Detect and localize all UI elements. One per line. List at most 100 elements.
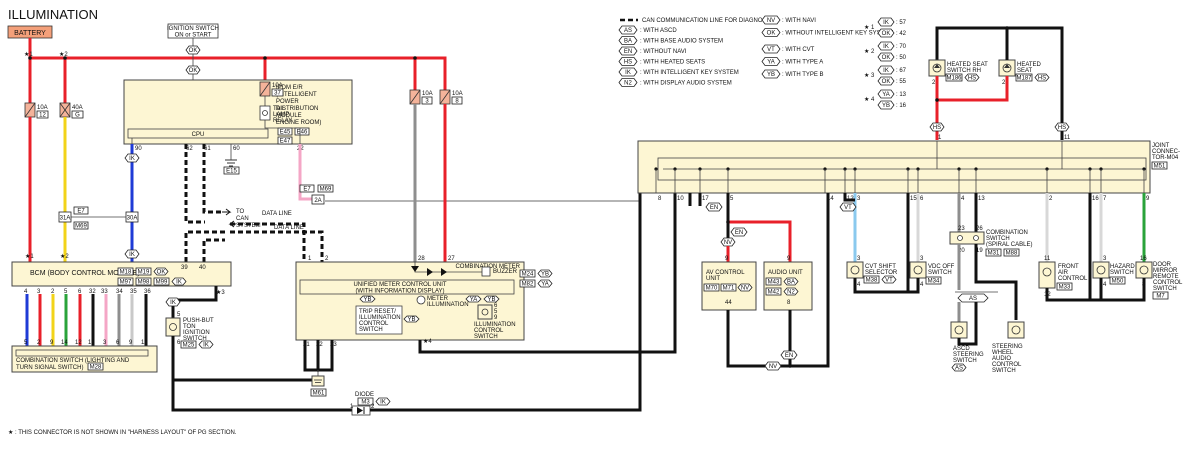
buzzer-icon (481, 266, 491, 277)
joint-pin: 7 (1103, 196, 1107, 202)
battery-label: BATTERY (14, 30, 46, 37)
svg-text:M69: M69 (320, 187, 332, 193)
svg-text:CONTROL: CONTROL (359, 321, 389, 327)
svg-text:M61: M61 (313, 391, 325, 397)
svg-text:OK: OK (189, 48, 198, 54)
svg-text:M50: M50 (1112, 279, 1124, 285)
svg-text:3: 3 (37, 289, 41, 295)
svg-text:SWITCH: SWITCH (183, 336, 207, 342)
svg-text:REMOTE: REMOTE (1153, 274, 1179, 280)
svg-text:SWITCH: SWITCH (928, 270, 952, 276)
svg-text:20: 20 (958, 248, 965, 254)
svg-text:M71: M71 (723, 286, 735, 292)
svg-text:AIR: AIR (1058, 270, 1069, 276)
legend-text: : WITH CVT (782, 47, 815, 53)
legend-star-code (877, 65, 895, 75)
svg-text:AV CONTROL: AV CONTROL (706, 270, 745, 276)
svg-text:61: 61 (204, 146, 211, 152)
svg-text:12: 12 (75, 340, 82, 346)
svg-text:E45: E45 (280, 130, 291, 136)
svg-text:BCM (BODY CONTROL MODULE): BCM (BODY CONTROL MODULE) (30, 270, 140, 277)
ipdm-cpu (127, 128, 269, 139)
svg-text:TURN SIGNAL SWITCH): TURN SIGNAL SWITCH) (16, 365, 83, 371)
svg-text:★2: ★2 (59, 51, 68, 58)
legend-star-value: : 55 (896, 79, 907, 85)
svg-text:VDC OFF: VDC OFF (928, 264, 955, 270)
legend-code-en (618, 46, 638, 56)
legend-star-code (877, 76, 895, 86)
legend-star-value: : 13 (896, 92, 907, 98)
legend-star-code-label: YB (882, 103, 890, 109)
svg-text:YB: YB (487, 297, 495, 303)
svg-text:G: G (75, 113, 80, 119)
svg-text:NV: NV (741, 286, 749, 292)
svg-text:POWER: POWER (276, 99, 299, 105)
svg-text:14: 14 (61, 340, 68, 346)
legend-star: ★ 2 (864, 48, 875, 55)
svg-text:MODULE: MODULE (276, 113, 302, 119)
svg-text:★4: ★4 (423, 338, 432, 345)
legend-star: ★ 3 (864, 72, 875, 79)
legend-code-ba-label: BA (624, 39, 632, 45)
joint-pin: 2 (1049, 196, 1053, 202)
svg-text:M3: M3 (361, 400, 370, 406)
svg-text:3: 3 (857, 256, 861, 262)
svg-text:HEATED SEAT: HEATED SEAT (947, 62, 988, 68)
svg-text:M99: M99 (156, 280, 168, 286)
joint-pin: 6 (920, 196, 924, 202)
svg-text:EN: EN (735, 230, 743, 236)
legend-code-hs-label: HS (624, 60, 632, 66)
svg-text:★1: ★1 (24, 51, 33, 58)
svg-text:CONTROL: CONTROL (992, 362, 1022, 368)
svg-text:M33: M33 (1059, 285, 1071, 291)
svg-text:E46: E46 (297, 130, 308, 136)
joint-pin: 9 (1146, 196, 1150, 202)
svg-text:★2: ★2 (60, 253, 69, 260)
svg-text:34: 34 (116, 289, 123, 295)
svg-text:STEERING: STEERING (992, 344, 1023, 350)
meter-ground (311, 375, 325, 387)
svg-text:2A: 2A (314, 198, 321, 204)
legend-star-value: : 70 (896, 44, 907, 50)
svg-text:9: 9 (129, 340, 133, 346)
svg-text:3: 3 (1103, 256, 1107, 262)
svg-text:M24: M24 (522, 272, 534, 278)
svg-text:IK: IK (170, 300, 176, 306)
legend-code2-ya-label: YA (767, 60, 775, 66)
legend-code-ik-label: IK (625, 70, 631, 76)
svg-text:VT: VT (885, 278, 893, 284)
legend-star-value: : 50 (896, 55, 907, 61)
svg-text:(SPIRAL CABLE): (SPIRAL CABLE) (986, 242, 1032, 248)
svg-text:FRONT: FRONT (1058, 264, 1079, 270)
ok-hex-2 (185, 65, 201, 75)
svg-text:4: 4 (920, 282, 924, 288)
svg-text:3: 3 (920, 256, 924, 262)
svg-text:9: 9 (494, 315, 498, 321)
svg-text:UNIT: UNIT (706, 276, 720, 282)
legend-text: : WITH NAVI (782, 18, 816, 24)
legend-star-code (877, 17, 895, 27)
svg-text:COMBINATION: COMBINATION (986, 230, 1028, 236)
legend-star-code-label: OK (882, 55, 891, 61)
legend-text: : WITH HEATED SEATS (640, 60, 705, 66)
svg-text:CPU: CPU (192, 132, 205, 138)
legend-code2-vt-label: VT (767, 47, 775, 53)
svg-text:31A: 31A (60, 216, 71, 222)
svg-text:HS: HS (968, 76, 976, 82)
svg-text:2: 2 (37, 340, 41, 346)
svg-text:4: 4 (24, 289, 28, 295)
joint-pin: 8 (658, 196, 662, 202)
svg-text:AUDIO UNIT: AUDIO UNIT (768, 270, 803, 276)
legend-star-code-label: OK (882, 31, 891, 37)
svg-text:AUDIO: AUDIO (992, 356, 1011, 362)
svg-text:M28: M28 (90, 365, 102, 371)
svg-text:LAMP: LAMP (273, 112, 289, 118)
legend-text: : WITH TYPE B (782, 72, 824, 78)
ok-hex-1 (185, 45, 201, 55)
ascd-steering-switch (950, 321, 968, 339)
legend-star-code-label: YA (882, 92, 890, 98)
svg-text:1: 1 (308, 256, 312, 262)
legend-star-code-label: OK (882, 79, 891, 85)
legend-code2-yb-label: YB (767, 72, 775, 78)
svg-text:ILLUMINATION: ILLUMINATION (359, 315, 401, 321)
